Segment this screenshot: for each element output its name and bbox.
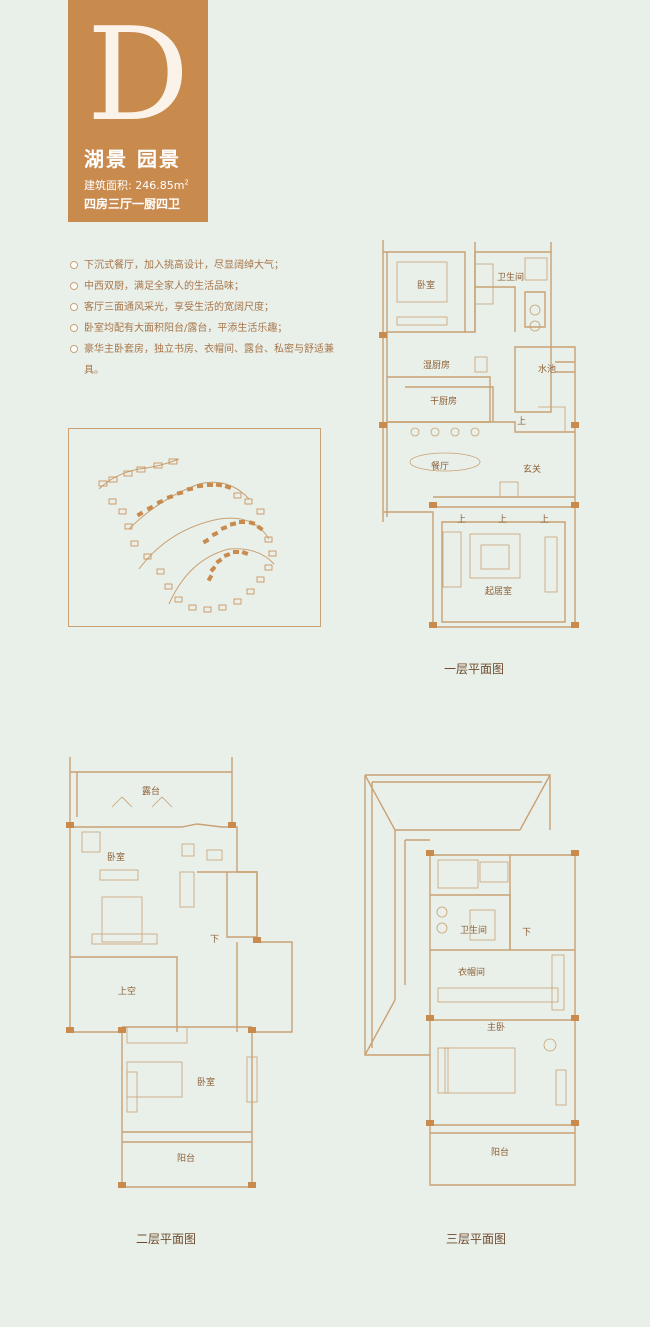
- room-balcony: 阳台: [491, 1146, 509, 1158]
- floor2-plan: 露台 卧室 上空 卧室 阳台 下: [62, 752, 297, 1192]
- stair-down-label: 下: [522, 928, 531, 938]
- bullet-icon: [70, 303, 78, 311]
- floor1-caption: 一层平面图: [444, 662, 505, 676]
- room-wet-kitchen: 湿厨房: [423, 359, 450, 371]
- room-bathroom: 卫生间: [460, 924, 487, 936]
- stair-up-label: 上: [457, 514, 466, 525]
- room-bedroom: 卧室: [107, 851, 125, 863]
- stair-down-label: 下: [210, 935, 219, 945]
- stair-up-label: 上: [517, 416, 526, 427]
- room-closet: 衣帽间: [458, 966, 485, 978]
- bullet-icon: [70, 282, 78, 290]
- floor3-caption: 三层平面图: [446, 1232, 507, 1246]
- room-dry-kitchen: 干厨房: [430, 395, 457, 407]
- room-bedroom: 卧室: [197, 1076, 215, 1088]
- room-bedroom: 卧室: [417, 279, 435, 291]
- room-living: 起居室: [485, 585, 512, 597]
- floor2-caption: 二层平面图: [136, 1232, 197, 1246]
- unit-card: D 湖景 园景 建筑面积: 246.85m2 四房三厅一厨四卫: [68, 0, 208, 222]
- floor3-plan: 卫生间 衣帽间 主卧 阳台 下: [360, 770, 585, 1190]
- feature-item: 豪华主卧套房，独立书房、衣帽间、露台、私密与舒适兼具。: [70, 339, 340, 381]
- feature-list: 下沉式餐厅，加入挑高设计，尽显阔绰大气； 中西双厨，满足全家人的生活品味； 客厅…: [70, 255, 340, 381]
- feature-item: 客厅三面通风采光，享受生活的宽阔尺度；: [70, 297, 340, 318]
- site-map-drawing: [98, 458, 277, 613]
- room-pond: 水池: [538, 363, 556, 375]
- room-void: 上空: [118, 985, 136, 997]
- room-master-bedroom: 主卧: [487, 1021, 505, 1033]
- stair-up-label: 上: [498, 514, 507, 525]
- unit-area: 建筑面积: 246.85m2: [84, 178, 189, 192]
- bullet-icon: [70, 345, 78, 353]
- room-foyer: 玄关: [523, 463, 541, 475]
- feature-item: 下沉式餐厅，加入挑高设计，尽显阔绰大气；: [70, 255, 340, 276]
- site-map: [68, 428, 321, 627]
- bullet-icon: [70, 324, 78, 332]
- unit-rooms: 四房三厅一厨四卫: [84, 197, 181, 211]
- floor1-drawing: 卧室 卫生间 湿厨房 水池 干厨房 餐厅 玄关 起居室 上 上 上 上: [379, 240, 579, 628]
- unit-letter: D: [86, 1, 190, 150]
- room-terrace: 露台: [142, 785, 160, 797]
- room-dining: 餐厅: [431, 460, 449, 472]
- feature-item: 中西双厨，满足全家人的生活品味；: [70, 276, 340, 297]
- room-bathroom: 卫生间: [497, 271, 524, 283]
- feature-item: 卧室均配有大面积阳台/露台，平添生活乐趣；: [70, 318, 340, 339]
- floor1-plan: 卧室 卫生间 湿厨房 水池 干厨房 餐厅 玄关 起居室 上 上 上 上: [375, 232, 585, 632]
- stair-up-label: 上: [540, 514, 549, 525]
- floor3-drawing: 卫生间 衣帽间 主卧 阳台 下: [364, 774, 579, 1186]
- unit-subtitle: 湖景 园景: [84, 147, 181, 171]
- bullet-icon: [70, 261, 78, 269]
- floor2-drawing: 露台 卧室 上空 卧室 阳台 下: [66, 757, 293, 1188]
- room-balcony: 阳台: [177, 1152, 195, 1164]
